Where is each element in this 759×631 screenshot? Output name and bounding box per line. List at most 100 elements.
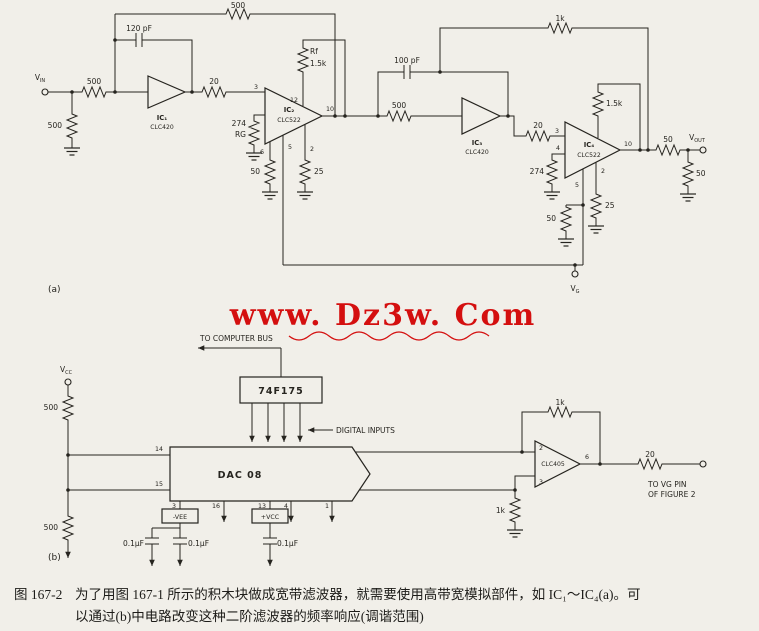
resistor-value: 500 — [87, 77, 102, 86]
resistor-name: RG — [235, 130, 246, 139]
resistor-top-feedback — [223, 8, 253, 20]
pin-number: 2 — [539, 445, 543, 452]
ground-symbol — [543, 191, 561, 200]
opamp-ic3 — [461, 97, 502, 135]
figure-caption: 图 167-2 为了用图 167-1 所示的积木块做成宽带滤波器，就需要使用高带… — [14, 584, 750, 629]
wires-b — [65, 345, 700, 566]
pin-number: 10 — [624, 141, 632, 148]
resistor-output-shunt — [682, 159, 694, 189]
pin-number: 16 — [212, 503, 220, 510]
ic-part-number: CLC405 — [541, 461, 565, 468]
resistor-bottom — [62, 513, 74, 543]
resistor-name: Rf — [310, 47, 318, 56]
resistor-value: 1.5k — [310, 59, 327, 68]
pin-number: 2 — [310, 146, 314, 153]
dac08-block — [169, 446, 371, 502]
ic-part-number: CLC522 — [577, 152, 601, 159]
watermark: www. Dz3w. Com — [229, 298, 534, 341]
wires-a — [48, 13, 700, 271]
vin-terminal — [41, 88, 49, 96]
resistor-value: 50 — [663, 135, 673, 144]
output-destination-line1: TO VG PIN — [647, 480, 687, 489]
resistor-value: 50 — [546, 214, 556, 223]
resistor-value: 1k — [555, 398, 565, 407]
pin-number: 3 — [555, 128, 559, 135]
ground-symbol — [63, 147, 81, 156]
opamp-ic1 — [147, 75, 187, 109]
dac-name: DAC 08 — [218, 470, 263, 481]
ground-symbol — [261, 191, 279, 200]
output-destination-line2: OF FIGURE 2 — [648, 490, 696, 499]
pin-number: 5 — [288, 144, 292, 151]
resistor-value: 1k — [496, 506, 506, 515]
pin-number: 1 — [325, 503, 329, 510]
resistor-value: 1k — [555, 14, 565, 23]
vcc-label: VCC — [60, 365, 73, 376]
resistor-value: 20 — [533, 121, 543, 130]
vee-supply-label: -VEE — [173, 514, 187, 521]
vcc-terminal — [64, 378, 72, 386]
resistor-output-20 — [635, 458, 665, 470]
pin-number: 14 — [155, 446, 163, 453]
resistor-value: 25 — [605, 201, 615, 210]
vcc-supply-label: +VCC — [261, 514, 280, 521]
ground-symbol — [587, 225, 605, 234]
pin-number: 12 — [290, 97, 298, 104]
resistor-value: 500 — [44, 523, 59, 532]
vg-label: VG — [570, 284, 579, 295]
ic-name: IC₂ — [284, 106, 295, 114]
resistor-value: 274 — [232, 119, 247, 128]
opamp-ic2 — [264, 87, 324, 145]
capacitor-bypass1 — [144, 527, 160, 555]
register-74f175-box — [239, 376, 323, 404]
resistor-value: 20 — [209, 77, 219, 86]
resistor-output-series — [653, 144, 683, 156]
resistor-rg1 — [248, 118, 260, 148]
vg-terminal — [571, 270, 579, 278]
components-a — [41, 8, 707, 278]
opamp-ic4 — [564, 121, 622, 179]
ic-name: IC₄ — [584, 141, 595, 149]
ground-symbol — [679, 193, 697, 202]
resistor-input-series — [79, 86, 109, 98]
pin-number: 6 — [260, 149, 264, 156]
ground-symbol — [557, 238, 575, 247]
ground-symbol — [506, 529, 524, 538]
ic-part-number: CLC522 — [277, 117, 301, 124]
resistor-shunt1-50 — [264, 157, 276, 187]
resistor-value: 500 — [44, 403, 59, 412]
pin-number: 5 — [575, 182, 579, 189]
capacitor-bypass2 — [172, 527, 188, 555]
resistor-series2 — [384, 110, 414, 122]
resistor-shunt2-25 — [590, 191, 602, 221]
digital-inputs-label: DIGITAL INPUTS — [336, 426, 395, 435]
pin-number: 3 — [172, 503, 176, 510]
circuit-b: TO COMPUTER BUS 74F175 VCC 500 DIGITAL I… — [44, 334, 707, 566]
ic-part-number: CLC420 — [465, 149, 489, 156]
ground-symbol — [296, 191, 314, 200]
capacitor-value: 100 pF — [394, 56, 420, 65]
resistor-vcc — [62, 393, 74, 423]
resistor-value: 50 — [250, 167, 260, 176]
resistor-value: 274 — [530, 167, 545, 176]
pin-number: 4 — [284, 503, 288, 510]
resistor-ground-1k — [509, 495, 521, 525]
vin-label: VIN — [35, 73, 46, 84]
pin-number: 3 — [539, 479, 543, 486]
bus-label: TO COMPUTER BUS — [199, 334, 273, 343]
resistor-rg2 — [546, 157, 558, 187]
section-label-b: (b) — [48, 553, 61, 563]
ic-name: IC₃ — [472, 139, 483, 147]
resistor-value: 500 — [392, 101, 407, 110]
capacitor-bypass3 — [262, 527, 278, 555]
caption-line1: 为了用图 167-1 所示的积木块做成宽带滤波器，就需要使用高带宽模拟部件，如 … — [75, 587, 641, 602]
vee-supply-box — [161, 508, 199, 524]
resistor-series1 — [199, 86, 229, 98]
output-terminal — [699, 460, 707, 468]
capacitor-value: 0.1μF — [123, 539, 144, 548]
resistor-series3 — [523, 130, 553, 142]
ic-name: IC₁ — [157, 114, 168, 122]
resistor-feedback-1k — [545, 406, 575, 418]
opamp-clc405 — [534, 440, 582, 488]
